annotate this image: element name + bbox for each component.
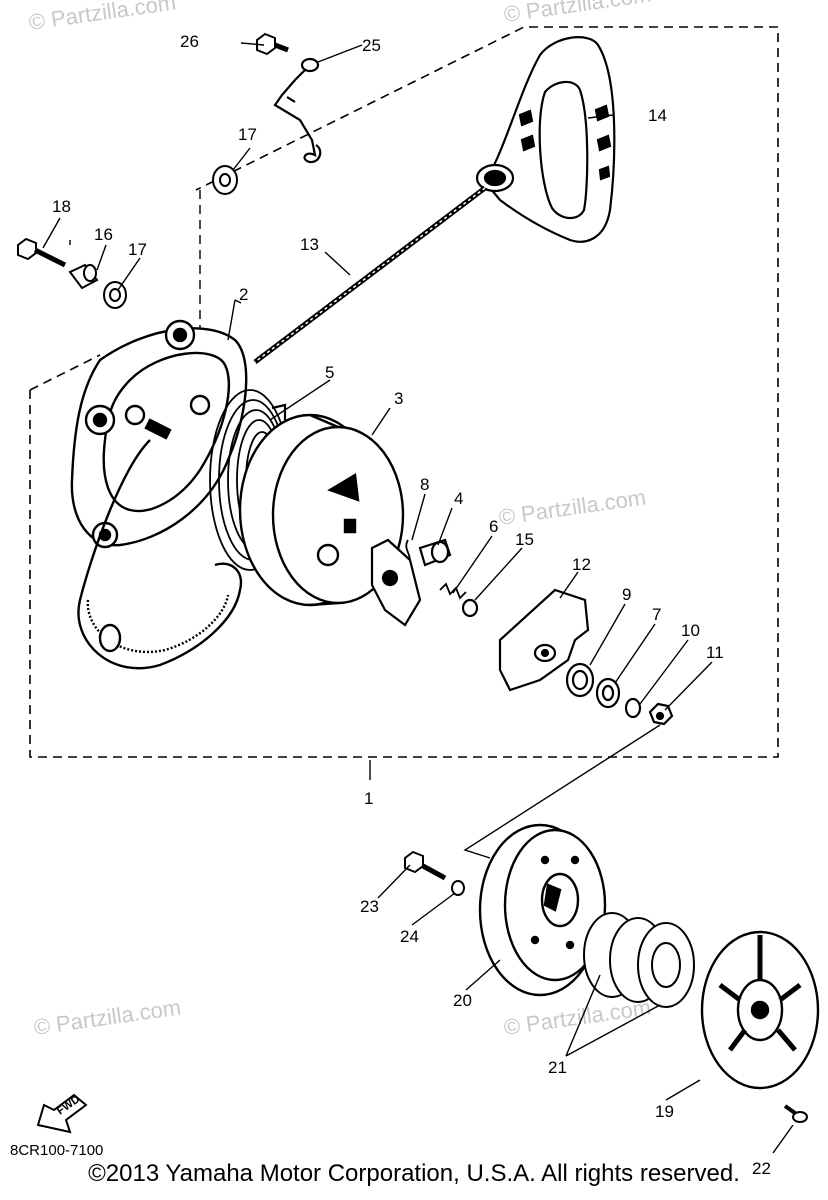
callout-14: 14 <box>648 106 667 125</box>
callout-21: 21 <box>548 1058 567 1077</box>
callout-26: 26 <box>180 32 199 51</box>
watermark: © Partzilla.com <box>502 0 652 27</box>
callout-3: 3 <box>394 389 403 408</box>
callout-22: 22 <box>752 1159 771 1178</box>
screw-part-22 <box>783 1104 808 1123</box>
callout-18: 18 <box>52 197 71 216</box>
callout-7: 7 <box>652 605 661 624</box>
callout-5: 5 <box>325 363 334 382</box>
bolt-part-26 <box>256 32 289 56</box>
callout-6: 6 <box>489 517 498 536</box>
plates-part-21 <box>583 912 695 1008</box>
callout-16: 16 <box>94 225 113 244</box>
assembly-1-boundary-left <box>29 354 101 391</box>
grommet-part-17b <box>103 281 127 309</box>
watermark: © Partzilla.com <box>497 485 647 530</box>
starter-rope-part-13 <box>253 186 487 364</box>
grommet-part-17a <box>212 165 238 195</box>
watermark: © Partzilla.com <box>32 995 182 1040</box>
starter-case-part-2 <box>70 319 248 670</box>
callout-1: 1 <box>364 789 373 808</box>
bolt-part-23 <box>404 850 447 881</box>
leader-lines <box>42 42 794 1154</box>
starter-handle-part-14 <box>475 36 616 243</box>
callout-17a: 17 <box>238 125 257 144</box>
callout-9: 9 <box>622 585 631 604</box>
pulley-part-3 <box>238 413 405 607</box>
assembly-1-boundary <box>29 26 779 758</box>
fwd-arrow-icon: FWD <box>36 1093 88 1134</box>
callout-4: 4 <box>454 489 463 508</box>
washer-part-7 <box>595 677 621 709</box>
drive-plate-part-4 <box>370 538 452 627</box>
callout-19: 19 <box>655 1102 674 1121</box>
callout-10: 10 <box>681 621 700 640</box>
bracket-part-25 <box>273 57 322 164</box>
callout-25: 25 <box>362 36 381 55</box>
callout-8: 8 <box>420 475 429 494</box>
circlip-part-10 <box>624 697 642 719</box>
bolt-part-18 <box>17 237 67 268</box>
watermark: © Partzilla.com <box>27 0 177 35</box>
collar-part-16 <box>68 263 99 290</box>
callout-24: 24 <box>400 927 419 946</box>
washer-part-9 <box>565 662 595 698</box>
callout-13: 13 <box>300 235 319 254</box>
washer-part-24 <box>451 880 465 896</box>
callout-15: 15 <box>515 530 534 549</box>
callout-12: 12 <box>572 555 591 574</box>
callout-23: 23 <box>360 897 379 916</box>
starter-pulley-part-20 <box>478 823 607 997</box>
callout-numbers: 1 2 3 4 5 6 7 8 9 10 11 12 13 14 15 16 1… <box>52 32 771 1178</box>
callout-17b: 17 <box>128 240 147 259</box>
copyright-notice: ©2013 Yamaha Motor Corporation, U.S.A. A… <box>88 1160 740 1187</box>
cover-part-19 <box>700 930 820 1090</box>
washer-part-15 <box>461 598 479 618</box>
diagram-code: 8CR100-7100 <box>10 1142 103 1159</box>
friction-plate-part-12 <box>498 588 590 692</box>
callout-20: 20 <box>453 991 472 1010</box>
callout-2: 2 <box>239 285 248 304</box>
spring-part-6 <box>439 582 467 600</box>
callout-11: 11 <box>706 643 724 662</box>
